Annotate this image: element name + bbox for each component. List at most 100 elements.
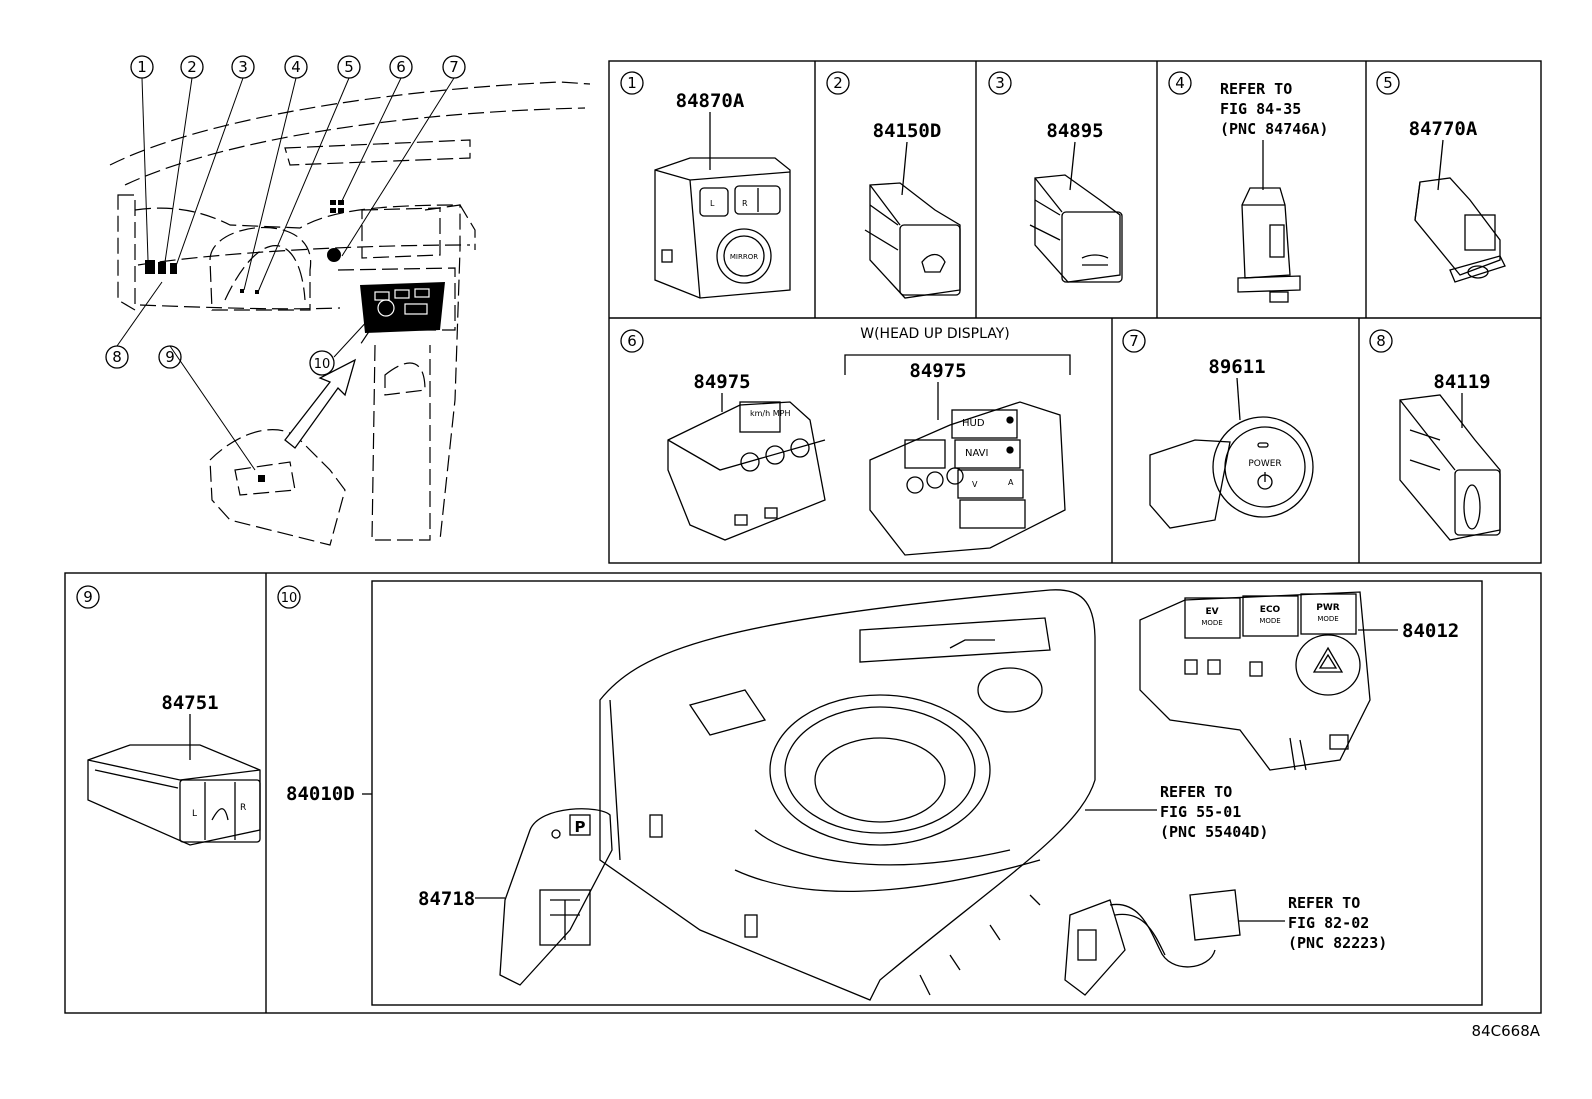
svg-text:3: 3 xyxy=(995,74,1005,92)
svg-text:REFER TO: REFER TO xyxy=(1160,783,1232,801)
svg-text:9: 9 xyxy=(83,588,93,606)
svg-text:5: 5 xyxy=(1383,74,1393,92)
part-84975-b: 84975 xyxy=(909,360,966,382)
svg-text:6: 6 xyxy=(627,332,637,350)
svg-text:EV: EV xyxy=(1205,607,1218,617)
park-switch-drawing: P xyxy=(499,808,613,986)
svg-text:HUD: HUD xyxy=(962,418,985,429)
callout-6: 6 xyxy=(389,55,413,79)
callout-2: 2 xyxy=(180,55,204,79)
socket-switch-drawing xyxy=(1414,177,1506,283)
svg-text:NAVI: NAVI xyxy=(965,448,988,459)
svg-text:R: R xyxy=(240,803,246,813)
svg-text:FIG 82-02: FIG 82-02 xyxy=(1288,914,1369,932)
callout-1: 1 xyxy=(130,55,154,79)
svg-text:(PNC 82223): (PNC 82223) xyxy=(1288,934,1387,952)
callout-10: 10 xyxy=(309,350,335,376)
panel-8: 8 84119 xyxy=(1369,329,1501,541)
hud-switch-drawing-a: km/h MPH xyxy=(667,401,826,541)
svg-text:R: R xyxy=(742,199,748,208)
svg-text:1: 1 xyxy=(627,74,637,92)
part-84770A: 84770A xyxy=(1409,118,1478,140)
svg-text:MODE: MODE xyxy=(1201,619,1222,627)
power-button-drawing: POWER xyxy=(1149,416,1314,529)
panel-3: 3 84895 xyxy=(988,71,1123,283)
svg-text:FIG 84-35: FIG 84-35 xyxy=(1220,100,1301,118)
svg-text:4: 4 xyxy=(1175,74,1185,92)
part-84751: 84751 xyxy=(161,692,218,714)
svg-text:POWER: POWER xyxy=(1248,459,1281,469)
panel-10: 10 84010D 84012 EV MODE xyxy=(277,585,1459,1001)
dimmer-switch-drawing xyxy=(1399,394,1501,541)
callout-3: 3 xyxy=(231,55,255,79)
svg-text:FIG 55-01: FIG 55-01 xyxy=(1160,803,1241,821)
panel-9: 9 84751 L R xyxy=(76,585,261,846)
svg-text:L: L xyxy=(192,809,197,819)
svg-text:8: 8 xyxy=(112,348,122,366)
svg-text:(PNC 84746A): (PNC 84746A) xyxy=(1220,120,1328,138)
svg-text:MODE: MODE xyxy=(1259,617,1280,625)
svg-text:REFER TO: REFER TO xyxy=(1288,894,1360,912)
svg-text:ECO: ECO xyxy=(1260,605,1281,615)
svg-text:6: 6 xyxy=(396,58,406,76)
wire-connector-drawing xyxy=(1064,889,1241,996)
part-84119: 84119 xyxy=(1433,371,1490,393)
panel-grid-bottom xyxy=(64,572,1542,1014)
panel-5: 5 84770A xyxy=(1376,71,1506,283)
overview-markers xyxy=(145,200,445,482)
svg-text:7: 7 xyxy=(1129,332,1139,350)
drawing-code: 84C668A xyxy=(1472,1022,1541,1040)
panel-6: 6 W(HEAD UP DISPLAY) 84975 84975 km/h MP… xyxy=(620,326,1071,556)
callout-8: 8 xyxy=(105,345,129,369)
svg-text:MODE: MODE xyxy=(1317,615,1338,623)
seat-heater-switch-drawing: L R xyxy=(87,744,261,846)
svg-text:MIRROR: MIRROR xyxy=(730,253,758,261)
part-84870A: 84870A xyxy=(676,90,745,112)
svg-text:8: 8 xyxy=(1376,332,1386,350)
panel-1: 1 84870A L R MIRROR xyxy=(620,71,791,299)
svg-text:W(HEAD UP DISPLAY): W(HEAD UP DISPLAY) xyxy=(860,326,1010,342)
part-84150D: 84150D xyxy=(873,120,942,142)
callout-5: 5 xyxy=(337,55,361,79)
console-bezel-drawing xyxy=(599,589,1096,1001)
svg-text:10: 10 xyxy=(314,357,331,372)
svg-text:L: L xyxy=(710,199,715,208)
svg-text:2: 2 xyxy=(187,58,197,76)
svg-text:A: A xyxy=(1008,478,1014,487)
hud-switch-drawing-b: HUD NAVI V A xyxy=(869,401,1066,556)
part-84010D: 84010D xyxy=(286,783,355,805)
connector-switch-drawing xyxy=(1237,187,1301,303)
callout-7: 7 xyxy=(442,55,466,79)
panel-2: 2 84150D xyxy=(826,71,961,299)
panel-7: 7 89611 POWER xyxy=(1122,329,1314,529)
svg-text:2: 2 xyxy=(833,74,843,92)
dashboard-outline xyxy=(109,81,591,546)
svg-text:(PNC 55404D): (PNC 55404D) xyxy=(1160,823,1268,841)
part-84975-a: 84975 xyxy=(693,371,750,393)
defogger-switch-drawing xyxy=(1029,174,1123,283)
callout-4: 4 xyxy=(284,55,308,79)
svg-text:5: 5 xyxy=(344,58,354,76)
dashboard-overview: 1 2 3 4 5 6 7 8 9 10 xyxy=(105,55,591,546)
part-89611: 89611 xyxy=(1208,356,1265,378)
svg-text:10: 10 xyxy=(281,591,298,606)
part-84895: 84895 xyxy=(1046,120,1103,142)
svg-text:P: P xyxy=(575,818,586,836)
svg-text:REFER TO: REFER TO xyxy=(1220,80,1292,98)
panel-4: 4 REFER TO FIG 84-35 (PNC 84746A) xyxy=(1168,71,1328,303)
panel-grid-top xyxy=(608,60,1542,564)
svg-text:km/h MPH: km/h MPH xyxy=(750,409,790,418)
mirror-switch-drawing: L R MIRROR xyxy=(654,157,791,299)
console-switch-detail xyxy=(374,288,430,317)
part-84718: 84718 xyxy=(418,888,475,910)
overview-leaders xyxy=(116,77,455,471)
wiper-switch-drawing xyxy=(864,182,961,299)
svg-text:7: 7 xyxy=(449,58,459,76)
part-84012: 84012 xyxy=(1402,620,1459,642)
svg-text:4: 4 xyxy=(291,58,301,76)
svg-text:1: 1 xyxy=(137,58,147,76)
svg-text:9: 9 xyxy=(165,348,175,366)
svg-text:3: 3 xyxy=(238,58,248,76)
svg-text:PWR: PWR xyxy=(1316,603,1340,613)
